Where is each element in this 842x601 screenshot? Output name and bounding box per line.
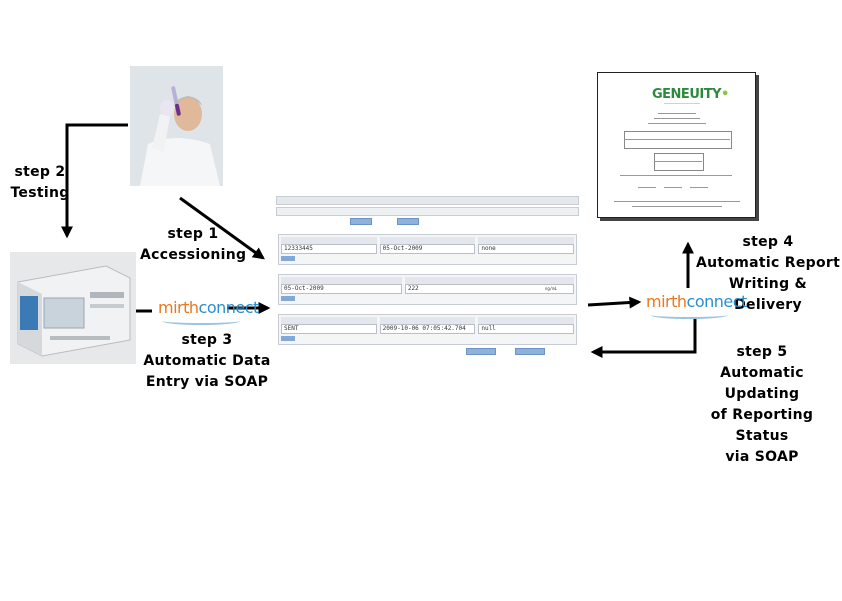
mirth-connect-logo-right: mirthconnect [646,292,747,320]
assay-date-field[interactable]: 05-Oct-2009 [281,284,402,294]
report-table-2 [654,153,704,171]
save-button[interactable] [466,348,496,355]
section-reporting [276,307,579,314]
scientist-photo [130,66,223,186]
step2-label: step 2 Testing [10,164,70,201]
step5-label: step 5 Automatic Updating of Reporting S… [710,344,814,465]
arrow-step5 [590,318,697,358]
exit-button[interactable] [515,348,546,355]
accession-number-field[interactable]: 12333445 [281,244,377,254]
form-toolbar [276,218,579,225]
shipping-conditions-field[interactable]: none [478,244,575,254]
report-status-field[interactable]: SENT [281,324,377,334]
geneuity-logo: GENEUITY• [652,87,729,102]
lab-results-form: 12333445 05-Oct-2009 none 05-Oct-2009 22… [276,196,579,396]
step4-label: step 4 Automatic Report Writing & Delive… [695,234,841,313]
results-add-button[interactable] [281,296,295,301]
report-document: GENEUITY• [597,72,756,218]
arrow-form-to-mirth [587,296,642,309]
form-instructions [276,207,579,216]
lab-analyzer-image [10,252,136,364]
reporting-add-button[interactable] [281,336,295,341]
arrow-step2 [61,123,128,239]
mirth-connect-logo-left: mirthconnect [158,298,259,326]
form-footer [276,348,579,355]
report-date-field[interactable]: 2009-10-06 07:05:42.704 [379,324,476,334]
accessioning-add-button[interactable] [281,256,295,261]
section-results [276,267,579,274]
arrow-step1 [179,196,265,260]
step1-label: step 1 Accessioning [140,226,247,263]
reporting-box: SENT 2009-10-06 07:05:42.704 null [278,314,577,345]
received-date-field[interactable]: 05-Oct-2009 [379,244,476,254]
report-table-1 [624,131,732,149]
step3-label: step 3 Automatic Data Entry via SOAP [143,332,271,390]
recipient-field[interactable]: null [478,324,575,334]
section-accessioning [276,227,579,234]
form-title-bar [276,196,579,205]
accessioning-box: 12333445 05-Oct-2009 none [278,234,577,265]
